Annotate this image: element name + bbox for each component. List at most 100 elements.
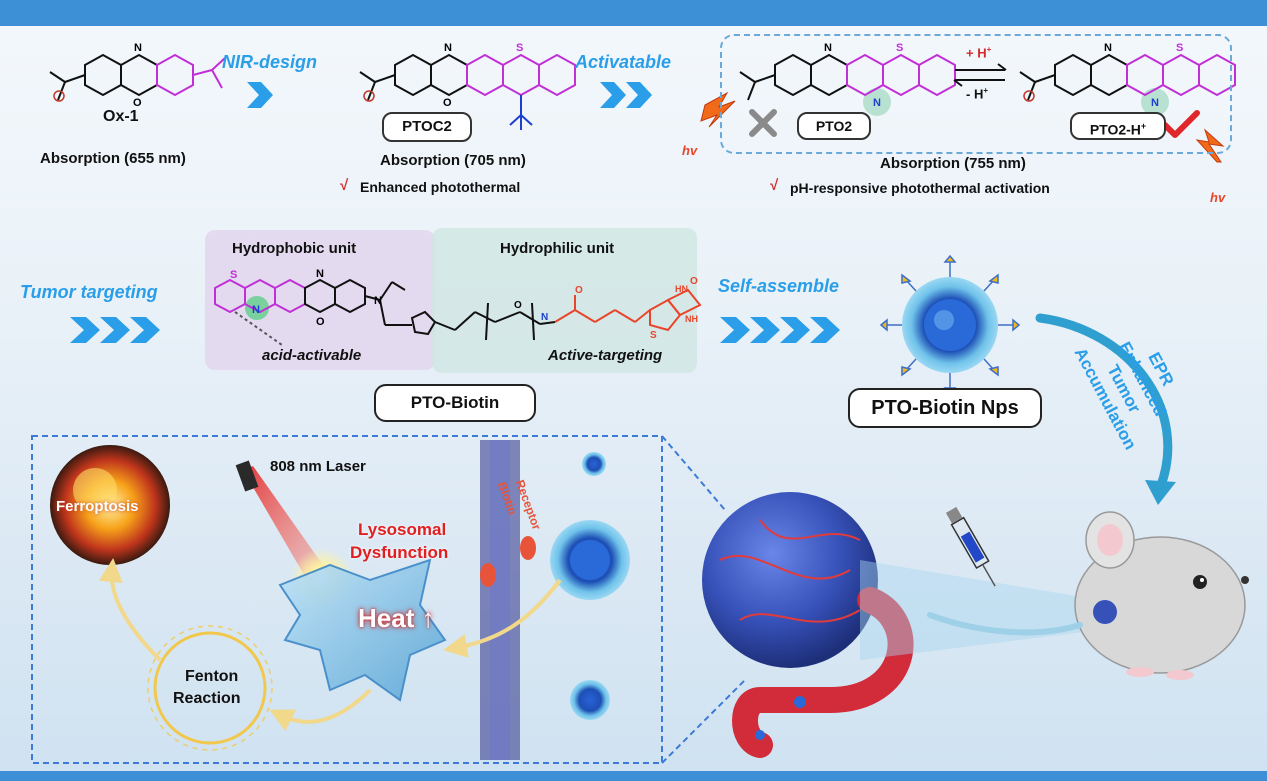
svg-text:N: N bbox=[252, 304, 260, 316]
svg-text:O: O bbox=[133, 97, 142, 109]
svg-text:S: S bbox=[230, 269, 237, 281]
svg-text:N: N bbox=[1151, 97, 1159, 109]
ptoc2-label-box: PTOC2 bbox=[382, 112, 472, 142]
dysfunction-label: Dysfunction bbox=[350, 543, 449, 562]
hydrophobic-label: Hydrophobic unit bbox=[232, 240, 357, 257]
ptoc2-note: Enhanced photothermal bbox=[360, 179, 521, 195]
reverse-proton-label: - H+ bbox=[966, 86, 988, 101]
pto2-structure bbox=[739, 53, 956, 116]
pto2h-structure bbox=[1019, 53, 1236, 116]
tumor bbox=[702, 492, 878, 668]
nanoparticle-large bbox=[902, 277, 998, 373]
ox1-label: Ox-1 bbox=[103, 108, 139, 125]
svg-text:N: N bbox=[134, 42, 142, 54]
svg-text:S: S bbox=[1176, 42, 1183, 54]
activation-absorption: Absorption (755 nm) bbox=[880, 155, 1026, 172]
cancer-cell bbox=[278, 558, 447, 702]
activation-box bbox=[720, 34, 1232, 154]
self-assemble-label: Self-assemble bbox=[718, 276, 840, 296]
pto2h-label-box: PTO2-H+ bbox=[1070, 112, 1166, 140]
top-color-bar bbox=[0, 0, 1267, 26]
active-targeting-label: Active-targeting bbox=[548, 347, 663, 364]
epr-arrow bbox=[1035, 313, 1173, 493]
heat-text: Heat bbox=[358, 603, 415, 633]
tumor-targeting-label: Tumor targeting bbox=[20, 282, 158, 302]
chevron-arrow-1 bbox=[247, 82, 273, 108]
lightning-icon-left bbox=[700, 91, 736, 128]
nanoparticle-medium bbox=[550, 520, 630, 600]
ptoc2-label: PTOC2 bbox=[402, 118, 452, 135]
syringe-icon bbox=[945, 506, 996, 587]
pto-biotin-box: PTO-Biotin bbox=[374, 384, 536, 422]
pto2h-label: PTO2-H bbox=[1089, 121, 1141, 138]
ptoc2-absorption: Absorption (705 nm) bbox=[380, 152, 526, 169]
ox1-structure bbox=[49, 53, 226, 101]
zoom-line-top bbox=[661, 435, 726, 511]
svg-text:N: N bbox=[873, 97, 881, 109]
svg-text:N: N bbox=[374, 295, 382, 307]
forward-label: + H bbox=[966, 45, 987, 61]
reaction-label: Reaction bbox=[173, 690, 241, 707]
check-mark-1: √ bbox=[340, 177, 349, 194]
biotin-receptors bbox=[480, 536, 536, 587]
ferroptosis-burst bbox=[50, 445, 170, 565]
light-cone bbox=[860, 560, 1100, 660]
hydrophilic-label: Hydrophilic unit bbox=[500, 240, 615, 257]
cell-membrane bbox=[480, 440, 520, 760]
process-arrows bbox=[98, 558, 562, 732]
pto-biotin-label: PTO-Biotin bbox=[410, 393, 500, 412]
svg-text:N: N bbox=[824, 42, 832, 54]
fenton-label: Fenton bbox=[185, 668, 239, 685]
mouse-illustration bbox=[927, 511, 1249, 680]
activatable-label: Activatable bbox=[575, 52, 672, 72]
forward-sup: + bbox=[986, 45, 992, 54]
svg-text:N: N bbox=[1104, 42, 1112, 54]
hv-label-left: hv bbox=[682, 143, 698, 158]
chevron-arrow-2 bbox=[600, 82, 652, 108]
hydrophobic-bg bbox=[205, 230, 435, 370]
activation-note: pH-responsive photothermal activation bbox=[790, 180, 1050, 196]
svg-text:S: S bbox=[650, 330, 657, 341]
heat-label: Heat ↑ bbox=[358, 603, 435, 634]
forward-proton-label: + H+ bbox=[966, 45, 991, 60]
heat-up-arrow-icon: ↑ bbox=[421, 603, 435, 633]
reverse-sup: + bbox=[983, 86, 989, 95]
svg-text:S: S bbox=[516, 42, 523, 54]
pto-biotin-nps-label: PTO-Biotin Nps bbox=[871, 397, 1019, 419]
ptoc2-structure bbox=[359, 53, 576, 130]
pto-biotin-structure bbox=[214, 278, 702, 346]
svg-text:O: O bbox=[514, 300, 522, 311]
svg-text:S: S bbox=[896, 42, 903, 54]
acid-activable-label: acid-activable bbox=[262, 347, 362, 364]
bottom-color-bar bbox=[0, 771, 1267, 781]
blood-vessel bbox=[732, 587, 914, 758]
svg-text:O: O bbox=[316, 316, 325, 328]
svg-text:N: N bbox=[444, 42, 452, 54]
nanoparticle-small-1 bbox=[582, 452, 606, 476]
svg-text:O: O bbox=[443, 97, 452, 109]
pto2h-superscript: + bbox=[1140, 121, 1147, 131]
nanoparticle-small-2 bbox=[570, 680, 610, 720]
svg-text:O: O bbox=[575, 285, 583, 296]
svg-text:HN: HN bbox=[675, 284, 688, 294]
lysosomal-label: Lysosomal bbox=[358, 520, 447, 539]
svg-text:N: N bbox=[316, 268, 324, 280]
chevron-arrow-4 bbox=[720, 317, 840, 343]
pto2-label-box: PTO2 bbox=[797, 112, 871, 140]
reverse-label: - H bbox=[966, 86, 984, 102]
mechanism-panel bbox=[31, 435, 663, 764]
laser-label: 808 nm Laser bbox=[270, 458, 366, 475]
svg-text:NH: NH bbox=[685, 314, 698, 324]
fenton-ring bbox=[153, 631, 267, 745]
svg-text:N: N bbox=[541, 312, 548, 323]
svg-text:O: O bbox=[690, 276, 698, 287]
equilibrium-arrows bbox=[953, 63, 1007, 87]
check-mark-2: √ bbox=[770, 177, 779, 194]
hydrophilic-bg bbox=[432, 228, 697, 373]
nir-design-label: NIR-design bbox=[222, 52, 318, 72]
pto2-label: PTO2 bbox=[815, 118, 853, 134]
check-icon bbox=[1162, 110, 1200, 138]
ferroptosis-label: Ferroptosis bbox=[56, 498, 139, 515]
